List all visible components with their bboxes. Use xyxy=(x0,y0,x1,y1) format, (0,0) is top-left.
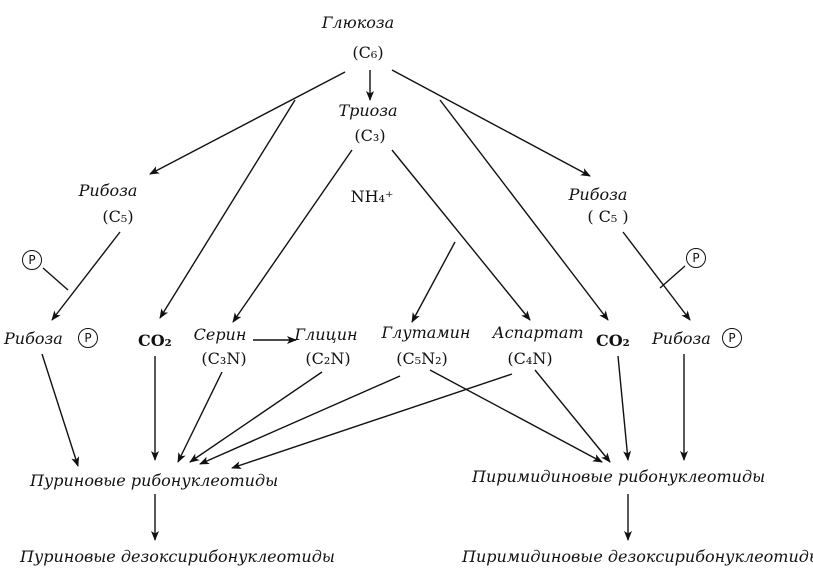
node-glucose-name: Глюкоза xyxy=(321,13,395,32)
node-serine-name: Серин xyxy=(193,325,247,344)
node-ribose-p-left-name: Рибоза xyxy=(4,329,63,348)
edge-glutamine-pyrimidine xyxy=(429,369,603,463)
node-glutamine-formula: (C₅N₂) xyxy=(396,349,448,368)
phosphate-left-icon: P xyxy=(22,250,42,270)
node-glycine-formula: (C₂N) xyxy=(305,349,351,368)
edge-ribose-right-to-ribosep xyxy=(622,231,691,321)
edge-glutamine-purine xyxy=(199,375,401,465)
node-triose-formula: (C₃) xyxy=(354,126,386,145)
node-aspartate-name: Аспартат xyxy=(492,323,584,342)
node-ribose-right-formula: ( C₅ ) xyxy=(587,207,629,226)
edge-glucose-ribose-left xyxy=(149,71,346,175)
phosphate-right-icon: P xyxy=(686,248,706,268)
node-purine-ribonucleotides: Пуриновые рибонуклеотиды xyxy=(30,471,279,490)
edge-glucose-co2-right xyxy=(439,99,609,321)
node-serine-formula: (C₃N) xyxy=(201,349,247,368)
edge-glucose-co2-left xyxy=(159,99,296,319)
node-triose-name: Триоза xyxy=(338,101,398,120)
edge-glycine-purine xyxy=(189,371,323,463)
edge-phosphate-right xyxy=(659,265,686,289)
edge-aspartate-pyrimidine xyxy=(534,369,611,463)
node-ribose-p-right-phosphate-icon: P xyxy=(722,328,742,348)
node-co2-right: CO₂ xyxy=(596,331,630,350)
edge-serine-purine xyxy=(177,371,223,463)
node-pyrimidine-deoxyribonucleotides: Пиримидиновые дезоксирибонуклеотиды xyxy=(462,547,813,566)
node-pyrimidine-ribonucleotides: Пиримидиновые рибонуклеотиды xyxy=(472,467,766,486)
node-glutamine-name: Глутамин xyxy=(381,323,471,342)
edge-phosphate-left xyxy=(42,267,69,291)
node-ribose-p-left-phosphate-icon: P xyxy=(78,328,98,348)
node-ammonium: NH₄⁺ xyxy=(350,187,394,206)
node-glycine-name: Глицин xyxy=(294,325,358,344)
edge-ribose-left-to-ribosep xyxy=(51,231,121,321)
edge-triose-serine xyxy=(232,149,353,323)
edge-ribosep-purine xyxy=(41,353,80,467)
edge-triose-aspartate xyxy=(391,149,531,321)
node-aspartate-formula: (C₄N) xyxy=(507,349,553,368)
node-ribose-left-formula: (C₅) xyxy=(102,207,134,226)
node-glucose-formula: (C₆) xyxy=(352,43,384,62)
node-ribose-p-right-name: Рибоза xyxy=(652,329,711,348)
node-ribose-left-name: Рибоза xyxy=(78,181,138,200)
node-co2-left: CO₂ xyxy=(138,331,172,350)
node-ribose-right-name: Рибоза xyxy=(568,185,628,204)
edge-ammonium-glutamine xyxy=(411,241,456,323)
edge-co2-pyrimidine xyxy=(617,355,632,461)
edge-glucose-ribose-right xyxy=(391,69,591,177)
node-purine-deoxyribonucleotides: Пуриновые дезоксирибонуклеотиды xyxy=(20,547,335,566)
